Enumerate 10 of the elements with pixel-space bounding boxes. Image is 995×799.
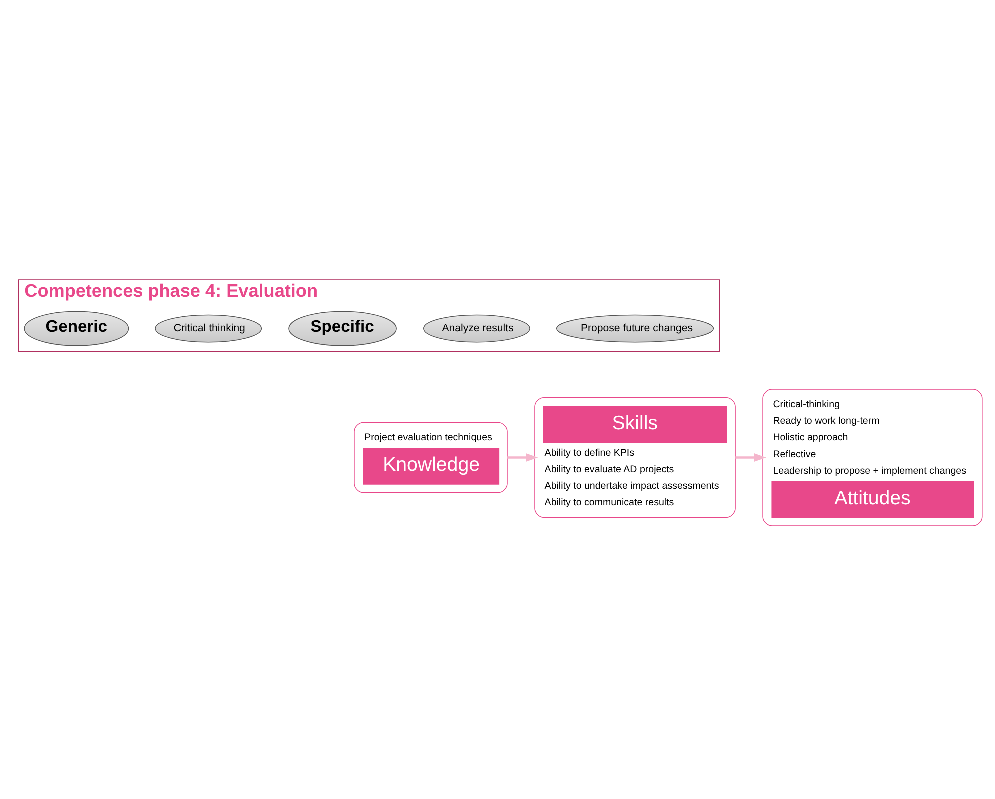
node-box: Project evaluation techniques Knowledge [354, 422, 508, 493]
node-ellipse: Propose future changes [556, 314, 714, 342]
arrow [736, 453, 766, 462]
node-box: Skills Ability to define KPIs Ability to evaluate AD projects Ability to undertake impact assessments Ability to communicate results [534, 396, 736, 518]
node-ellipse: Specific [288, 310, 397, 346]
node-ellipse: Generic [24, 310, 130, 346]
node-ellipse: Analyze results [424, 314, 530, 342]
node-ellipse: Critical thinking [155, 314, 262, 342]
node-box: Critical-thinking Ready to work long-term Holistic approach Reflective Leadership to propose + implement changes Attitudes [762, 388, 983, 526]
arrow [508, 453, 538, 462]
